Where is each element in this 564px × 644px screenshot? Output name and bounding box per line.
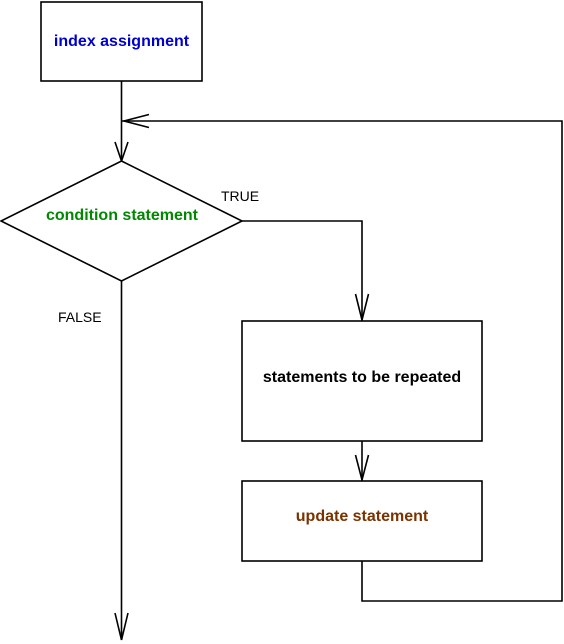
index-assignment-box	[40, 1, 203, 82]
edge-true-branch	[242, 220, 363, 321]
true-label: TRUE	[221, 188, 259, 204]
condition-label: condition statement	[46, 207, 199, 224]
update-label: update statement	[296, 508, 429, 525]
arrowhead-into-statements	[354, 293, 370, 321]
update-box	[241, 480, 483, 562]
index-assignment-label: index assignment	[54, 33, 190, 50]
statements-label: statements to be repeated	[263, 369, 461, 386]
arrowhead-into-update	[354, 454, 370, 484]
false-label: FALSE	[58, 309, 102, 325]
arrowhead-loop-back	[120, 113, 150, 129]
edge-loop-back	[122, 120, 563, 602]
arrowhead-false-exit	[114, 612, 129, 641]
statements-box	[241, 320, 483, 442]
